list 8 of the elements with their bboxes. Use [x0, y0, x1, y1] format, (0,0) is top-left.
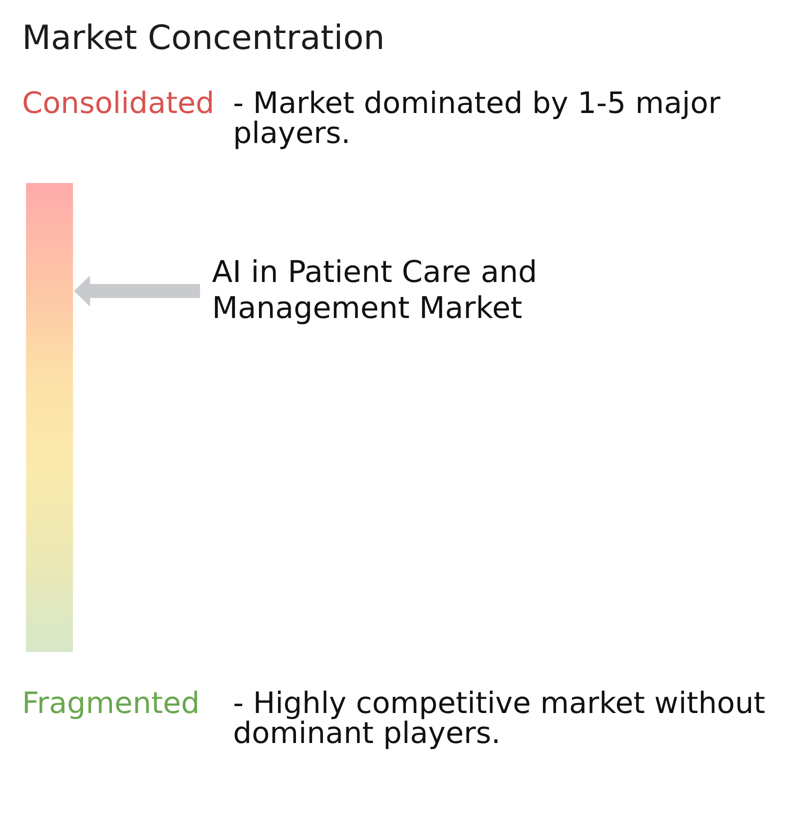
gradient-bar: [26, 183, 73, 652]
scale-bottom-label: Fragmented: [22, 688, 200, 718]
description-text: - Highly competitive market without dominant players.: [233, 688, 766, 748]
title: Market Concentration: [22, 19, 385, 57]
description-text: - Market dominated by 1-5 major players.: [233, 88, 722, 148]
arrow: [74, 276, 200, 306]
scale-top-label: Consolidated: [22, 88, 214, 118]
market-name-label: AI in Patient Care and Management Market: [200, 255, 572, 327]
